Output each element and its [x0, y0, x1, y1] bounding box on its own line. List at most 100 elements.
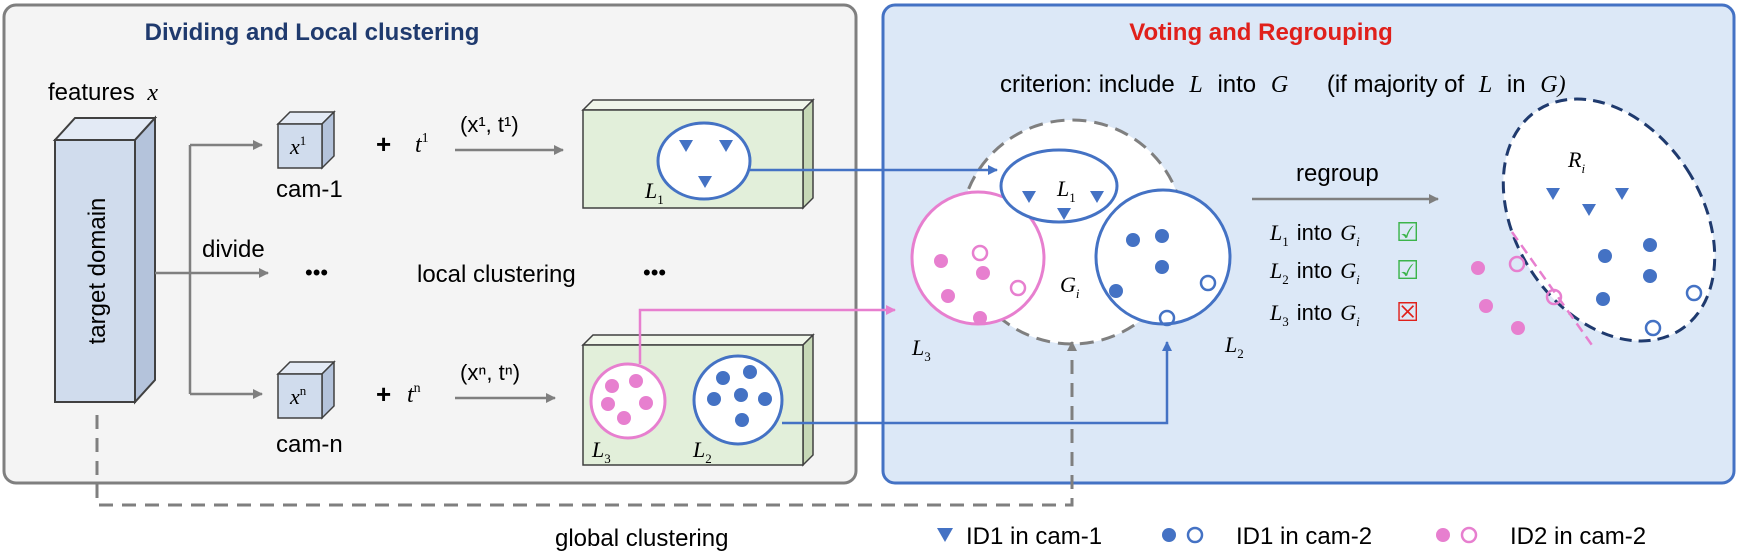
L1-local-label: L: [644, 178, 657, 203]
criterion-G: G: [1271, 72, 1288, 98]
svg-text:t1: t1: [415, 131, 429, 158]
local-clustering-label: local clustering: [417, 261, 576, 288]
svg-text:L1: L1: [1056, 176, 1076, 205]
global-clustering-path: [95, 341, 1077, 507]
id1-cam2-open-marker: [1158, 309, 1176, 327]
id2-cam2-marker: [1471, 261, 1485, 275]
blue-ring-icon: [1186, 526, 1204, 544]
id2-cam2-open-marker: [1545, 288, 1563, 306]
id1-cam2-marker: [1643, 238, 1657, 252]
rule-G-sub: i: [1356, 314, 1360, 329]
blue-dot-icon: [1162, 528, 1176, 542]
id2-cam2-marker: [1511, 321, 1525, 335]
global-cluster-Gi: L1 Gi L3 L2: [910, 118, 1244, 364]
id1-cam2-marker: [735, 413, 749, 427]
rule-L: L: [1269, 220, 1282, 245]
ellipsis-right: •••: [643, 260, 666, 285]
id1-cam1-marker: [1546, 188, 1560, 200]
L2-label: L: [1224, 332, 1237, 357]
cam-n-feature-var: x: [289, 384, 300, 409]
blue-triangle-icon: [937, 528, 953, 542]
id1-cam2-marker: [1109, 284, 1123, 298]
svg-text:L3: L3: [591, 437, 611, 466]
id2-cam2-marker: [941, 289, 955, 303]
L3-sub: 3: [924, 349, 931, 364]
id1-cam2-marker: [707, 392, 721, 406]
id2-cam2-marker: [934, 254, 948, 268]
id1-cam1-marker: [1090, 191, 1104, 203]
legend-label: ID2 in cam-2: [1510, 523, 1646, 550]
cam-n-t-sup: n: [414, 381, 421, 396]
id1-cam2-marker: [1643, 269, 1657, 283]
criterion-G2: G): [1540, 72, 1565, 98]
cam-1-pair: (x¹, t¹): [460, 112, 519, 137]
id1-cam2-marker: [743, 365, 757, 379]
rule-L-sub: 1: [1282, 234, 1289, 249]
criterion-L: L: [1188, 72, 1202, 98]
svg-text:L3: L3: [911, 335, 931, 364]
connectors: [95, 165, 1172, 507]
L3-label: L: [911, 335, 924, 360]
id2-cam2-marker: [601, 397, 615, 411]
svg-text:tn: tn: [407, 381, 421, 408]
id1-cam2-marker: [1155, 229, 1169, 243]
rule-L: L: [1269, 300, 1282, 325]
id2-cam2-marker: [605, 379, 619, 393]
L2-sub: 2: [1237, 346, 1244, 361]
features-label: features: [48, 79, 135, 106]
rule-G: G: [1340, 258, 1356, 283]
criterion-in: in: [1507, 71, 1526, 98]
cam-n-feature-cube: xn: [276, 360, 336, 420]
id1-cam2-marker: [1155, 260, 1169, 274]
legend: ID1 in cam-1 ID1 in cam-2 ID2 in cam-2: [937, 523, 1646, 550]
L1-local-sub: 1: [657, 192, 664, 207]
regroup-label: regroup: [1296, 160, 1379, 187]
criterion-suffix: (if majority of: [1327, 71, 1465, 98]
Ri-sub: i: [1581, 161, 1585, 176]
rule-G-sub: i: [1356, 234, 1360, 249]
rule-L: L: [1269, 258, 1282, 283]
left-panel-title: Dividing and Local clustering: [145, 19, 480, 46]
criterion-prefix: criterion: include: [1000, 71, 1175, 98]
cam-1-feature-sup: 1: [300, 133, 307, 148]
L1-label: L: [1056, 176, 1069, 201]
plus-1: +: [376, 129, 391, 159]
legend-label: ID1 in cam-1: [966, 523, 1102, 550]
svg-text:features x: features x: [48, 79, 158, 106]
svg-text:L2: L2: [1224, 332, 1244, 361]
id2-cam2-open-marker: [1508, 255, 1526, 273]
svg-text:x1: x1: [289, 133, 306, 159]
Gi-label: G: [1060, 272, 1076, 297]
L3-local-label: L: [591, 437, 604, 462]
svg-text:L2: L2: [692, 437, 712, 466]
features-var: x: [146, 80, 158, 106]
check-icon: ☑: [1396, 255, 1419, 285]
id1-cam2-open-marker: [1644, 319, 1662, 337]
global-clustering-label: global clustering: [555, 525, 728, 552]
cluster-L2: [1094, 188, 1232, 326]
id1-cam2-marker: [716, 371, 730, 385]
cam-n-pair: (xⁿ, tⁿ): [460, 360, 520, 385]
cam-1-label: cam-1: [276, 176, 343, 203]
id2-cam2-marker: [973, 311, 987, 325]
rule-into: into: [1297, 300, 1332, 325]
left-panel: Dividing and Local clustering features x…: [2, 3, 858, 485]
svg-text:Ri: Ri: [1567, 147, 1585, 176]
divide-label: divide: [202, 236, 265, 263]
id1-cam2-marker: [1126, 233, 1140, 247]
regrouped-cluster-Ri: Ri: [1501, 97, 1717, 343]
pink-dot-icon: [1436, 528, 1450, 542]
rule-G: G: [1340, 300, 1356, 325]
id1-cam2-open-marker: [1685, 284, 1703, 302]
divide-connectors: [155, 140, 269, 399]
id1-cam2-marker: [1596, 292, 1610, 306]
right-panel: Voting and Regrouping criterion: include…: [881, 3, 1736, 485]
L3-local-sub: 3: [604, 451, 611, 466]
criterion-text: criterion: include L into G (if majority…: [1000, 71, 1566, 98]
